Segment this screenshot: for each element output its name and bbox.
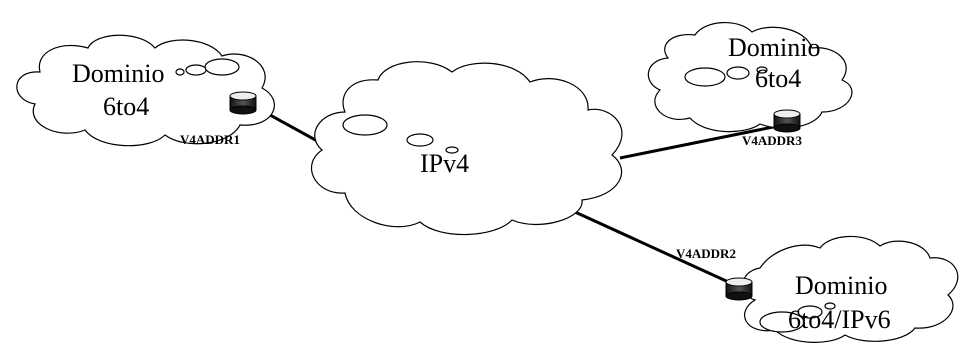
link-ipv4-to-bottom-right [574,210,736,287]
link-ipv4-to-top-right [619,124,779,160]
router-v4addr2-icon [725,277,753,301]
cloud-left [16,34,275,147]
cloud-bottom-right-bubble-large [759,311,805,333]
cloud-bottom-right-bubble-small [824,302,836,310]
router-v4addr3-icon [773,109,801,133]
router-v4addr1-icon [229,91,257,115]
cloud-bottom-right-label-line1: Dominio [795,271,887,300]
cloud-left-bubble-small [175,68,185,76]
cloud-left-bubble-large [204,58,240,76]
cloud-left-bubble-medium [185,64,207,76]
cloud-bottom-right-bubble-medium [797,305,823,319]
cloud-bottom-right-label-line2: 6to4/IPv6 [788,305,891,334]
cloud-center-ipv4 [310,61,623,236]
cloud-top-right-bubble-small [756,66,768,74]
cloud-center-label: IPv4 [420,149,469,178]
cloud-top-right-bubble-medium [726,66,750,80]
cloud-left-label-line1: Dominio [72,59,164,88]
cloud-center-bubble-medium [406,133,434,147]
cloud-top-right [647,21,853,133]
cloud-top-right-label-line1: Dominio [728,33,820,62]
router-v4addr2-label: V4ADDR2 [676,246,736,261]
cloud-left-label-line2: 6to4 [103,92,149,121]
cloud-top-right-bubble-large [684,67,726,87]
router-v4addr1-label: V4ADDR1 [180,132,240,147]
cloud-center-bubble-large [342,114,388,136]
cloud-center-bubble-small [445,146,459,154]
cloud-top-right-label-line2: 6to4 [755,64,801,93]
router-v4addr3-label: V4ADDR3 [742,133,802,148]
